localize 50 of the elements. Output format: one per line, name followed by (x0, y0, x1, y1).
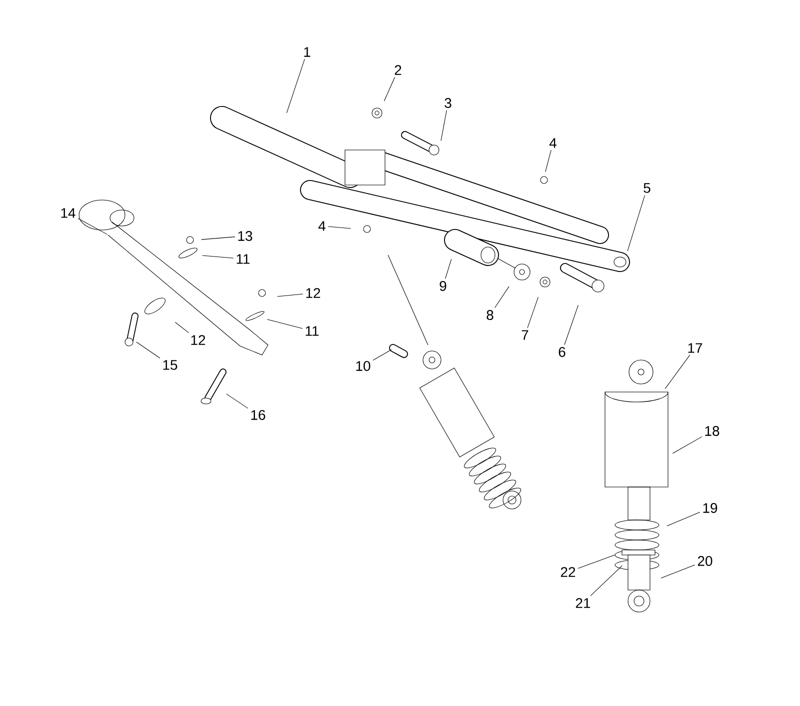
leader-line (494, 286, 510, 308)
callout-number: 22 (560, 567, 576, 577)
leader-line (672, 436, 702, 454)
leader-line (286, 58, 305, 114)
leader-line (277, 294, 304, 297)
leader-line (590, 565, 622, 596)
callout-number: 14 (61, 208, 76, 218)
callout-number: 4 (549, 138, 556, 148)
callout-number: 11 (236, 254, 250, 264)
callout-number: 2 (394, 65, 402, 75)
callout-number: 11 (306, 326, 319, 336)
callout-number: 15 (163, 360, 178, 370)
callout-number: 17 (688, 343, 702, 353)
leader-line (545, 150, 552, 172)
callout-number: 21 (576, 598, 590, 608)
callout-number: 12 (306, 288, 320, 298)
callout-number: 6 (558, 347, 566, 357)
leader-line (174, 322, 190, 334)
leader-line (202, 255, 234, 258)
leader-line (660, 564, 696, 578)
callout-number: 13 (238, 231, 252, 241)
leader-line (527, 296, 539, 328)
leader-line (226, 394, 248, 409)
callout-number: 18 (705, 426, 720, 436)
callout-number: 16 (251, 410, 266, 420)
leader-line (328, 226, 351, 229)
callout-number: 20 (698, 556, 712, 566)
callout-number: 9 (440, 281, 446, 291)
callout-number: 12 (191, 335, 206, 345)
callout-number: 5 (644, 183, 650, 193)
callout-number: 10 (356, 361, 370, 371)
leader-line (384, 76, 396, 102)
callout-number: 8 (486, 310, 494, 320)
callout-number: 1 (304, 47, 310, 57)
leader-line (445, 258, 452, 280)
leader-line (564, 304, 579, 346)
leader-line (201, 236, 236, 240)
leader-line (627, 194, 646, 252)
callout-number: 7 (522, 330, 528, 340)
leader-line (440, 110, 447, 142)
callout-number: 19 (703, 503, 718, 513)
leader-line (372, 349, 392, 360)
leader-line (664, 354, 690, 389)
leader-line (666, 512, 700, 526)
leader-line (266, 319, 303, 329)
callout-number: 3 (444, 98, 452, 108)
leader-line (78, 218, 108, 235)
callout-number: 4 (318, 221, 326, 231)
leader-line (136, 342, 160, 358)
leader-line (578, 554, 616, 569)
